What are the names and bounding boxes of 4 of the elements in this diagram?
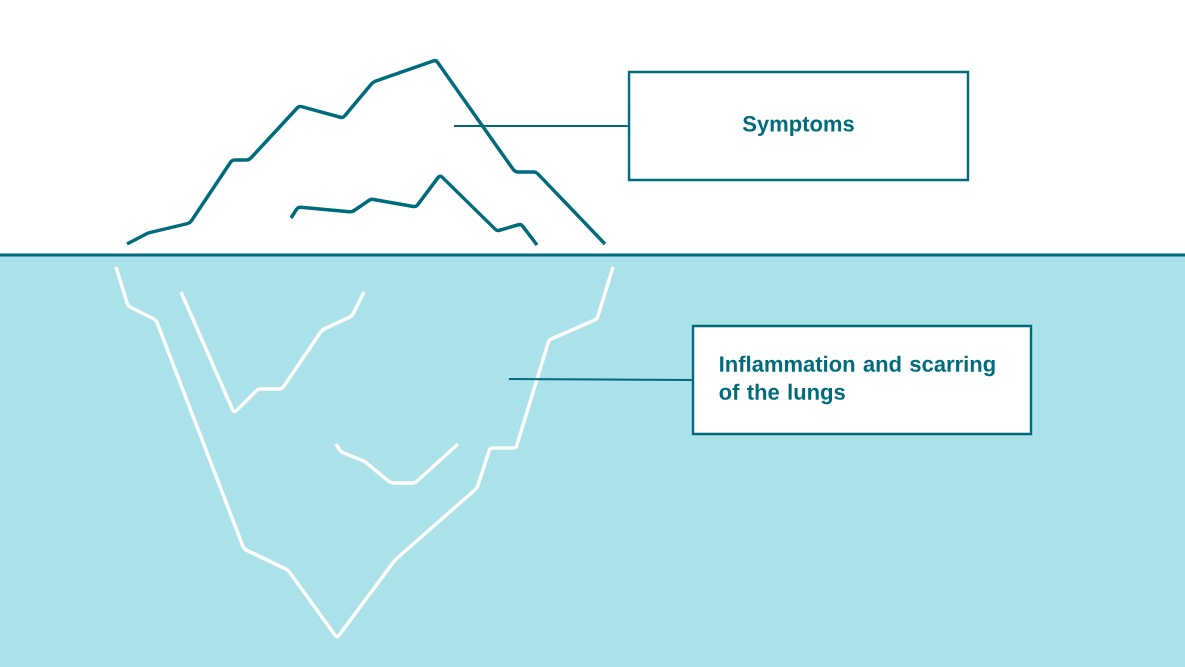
label-box: Inflammation and scarring of the lungs: [691, 324, 1033, 436]
leader-line: [454, 124, 628, 128]
label-box: Symptoms: [627, 70, 970, 182]
leader-line: [509, 377, 692, 382]
